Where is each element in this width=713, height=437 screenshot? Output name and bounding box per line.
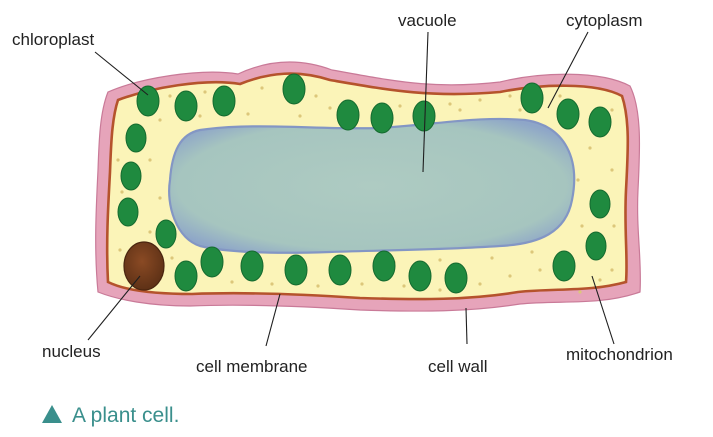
chloroplast — [556, 98, 580, 130]
cytoplasm-granule — [448, 102, 452, 106]
cytoplasm-granule — [518, 108, 522, 112]
cytoplasm-leader — [547, 31, 589, 109]
chloroplast — [282, 73, 306, 105]
chloroplast — [240, 250, 264, 282]
cytoplasm-granule — [118, 248, 122, 252]
cytoplasm-granule — [538, 268, 542, 272]
chloroplast-leader — [94, 51, 149, 96]
cytoplasm-granule — [490, 256, 494, 260]
cytoplasm-granule — [588, 146, 592, 150]
cell-wall-leader — [465, 307, 468, 345]
vacuole — [168, 117, 576, 254]
chloroplasts — [117, 73, 612, 294]
nucleus-leader — [87, 275, 141, 341]
cytoplasm-granule — [610, 168, 614, 172]
cytoplasm-granule — [230, 280, 234, 284]
cytoplasm-granule — [170, 256, 174, 260]
cytoplasm-granule — [598, 278, 602, 282]
chloroplast — [336, 99, 360, 131]
cell-membrane-leader — [265, 293, 281, 347]
cytoplasm-granule — [438, 258, 442, 262]
label-cell-membrane: cell membrane — [196, 357, 308, 376]
chloroplast — [588, 106, 612, 138]
mitochondrion-leader — [591, 275, 615, 345]
cytoplasm-granule — [198, 114, 202, 118]
cytoplasm-granule — [168, 94, 172, 98]
cytoplasm-granule — [158, 196, 162, 200]
cytoplasm-granule — [314, 94, 318, 98]
cytoplasm-granule — [120, 190, 124, 194]
cytoplasm-granule — [203, 90, 207, 94]
label-vacuole: vacuole — [398, 11, 457, 30]
chloroplast — [120, 161, 142, 191]
label-chloroplast: chloroplast — [12, 30, 94, 49]
chloroplast — [370, 102, 394, 134]
cytoplasm-granule — [612, 224, 616, 228]
cytoplasm-granule — [580, 224, 584, 228]
cytoplasm-granule — [398, 104, 402, 108]
label-nucleus: nucleus — [42, 342, 101, 361]
label-cell-wall: cell wall — [428, 357, 488, 376]
cytoplasm-granule — [260, 86, 264, 90]
vacuole-leader — [422, 31, 429, 173]
chloroplast — [212, 85, 236, 117]
cytoplasm-granule — [558, 94, 562, 98]
chloroplast — [372, 250, 396, 282]
chloroplast — [200, 246, 224, 278]
cytoplasm-granule — [610, 268, 614, 272]
cytoplasm-granule — [158, 118, 162, 122]
cytoplasm-granule — [578, 290, 582, 294]
chloroplast — [136, 85, 160, 117]
cytoplasm-granule — [270, 282, 274, 286]
caption-triangle-icon — [42, 405, 62, 423]
cytoplasm-granule — [246, 112, 250, 116]
cytoplasm-granule — [458, 108, 462, 112]
chloroplast — [408, 260, 432, 292]
cytoplasm-granule — [402, 284, 406, 288]
cytoplasm-granule — [298, 114, 302, 118]
cytoplasm-granule — [610, 108, 614, 112]
cytoplasm-granule — [508, 274, 512, 278]
cytoplasm-granule — [478, 282, 482, 286]
chloroplast — [552, 250, 576, 282]
chloroplast — [125, 123, 147, 153]
chloroplast — [155, 219, 177, 249]
cytoplasm-granule — [576, 178, 580, 182]
chloroplast — [412, 100, 436, 132]
label-mitochondrion: mitochondrion — [566, 345, 673, 364]
chloroplast — [284, 254, 308, 286]
chloroplast — [520, 82, 544, 114]
chloroplast — [117, 197, 139, 227]
cytoplasm-granule — [360, 282, 364, 286]
cytoplasm-granule — [148, 230, 152, 234]
nucleus — [123, 241, 165, 291]
caption: A plant cell. — [72, 404, 179, 427]
chloroplast — [589, 189, 611, 219]
chloroplast — [328, 254, 352, 286]
cytoplasm-granule — [148, 158, 152, 162]
cytoplasm-granule — [530, 250, 534, 254]
cytoplasm-granule — [116, 158, 120, 162]
cytoplasm-granule — [508, 94, 512, 98]
chloroplast — [174, 90, 198, 122]
cytoplasm-granule — [328, 106, 332, 110]
cytoplasm-granule — [438, 288, 442, 292]
chloroplast — [174, 260, 198, 292]
chloroplast — [444, 262, 468, 294]
cytoplasm-granule — [478, 98, 482, 102]
label-cytoplasm: cytoplasm — [566, 11, 643, 30]
chloroplast — [585, 231, 607, 261]
cytoplasm-granule — [316, 284, 320, 288]
